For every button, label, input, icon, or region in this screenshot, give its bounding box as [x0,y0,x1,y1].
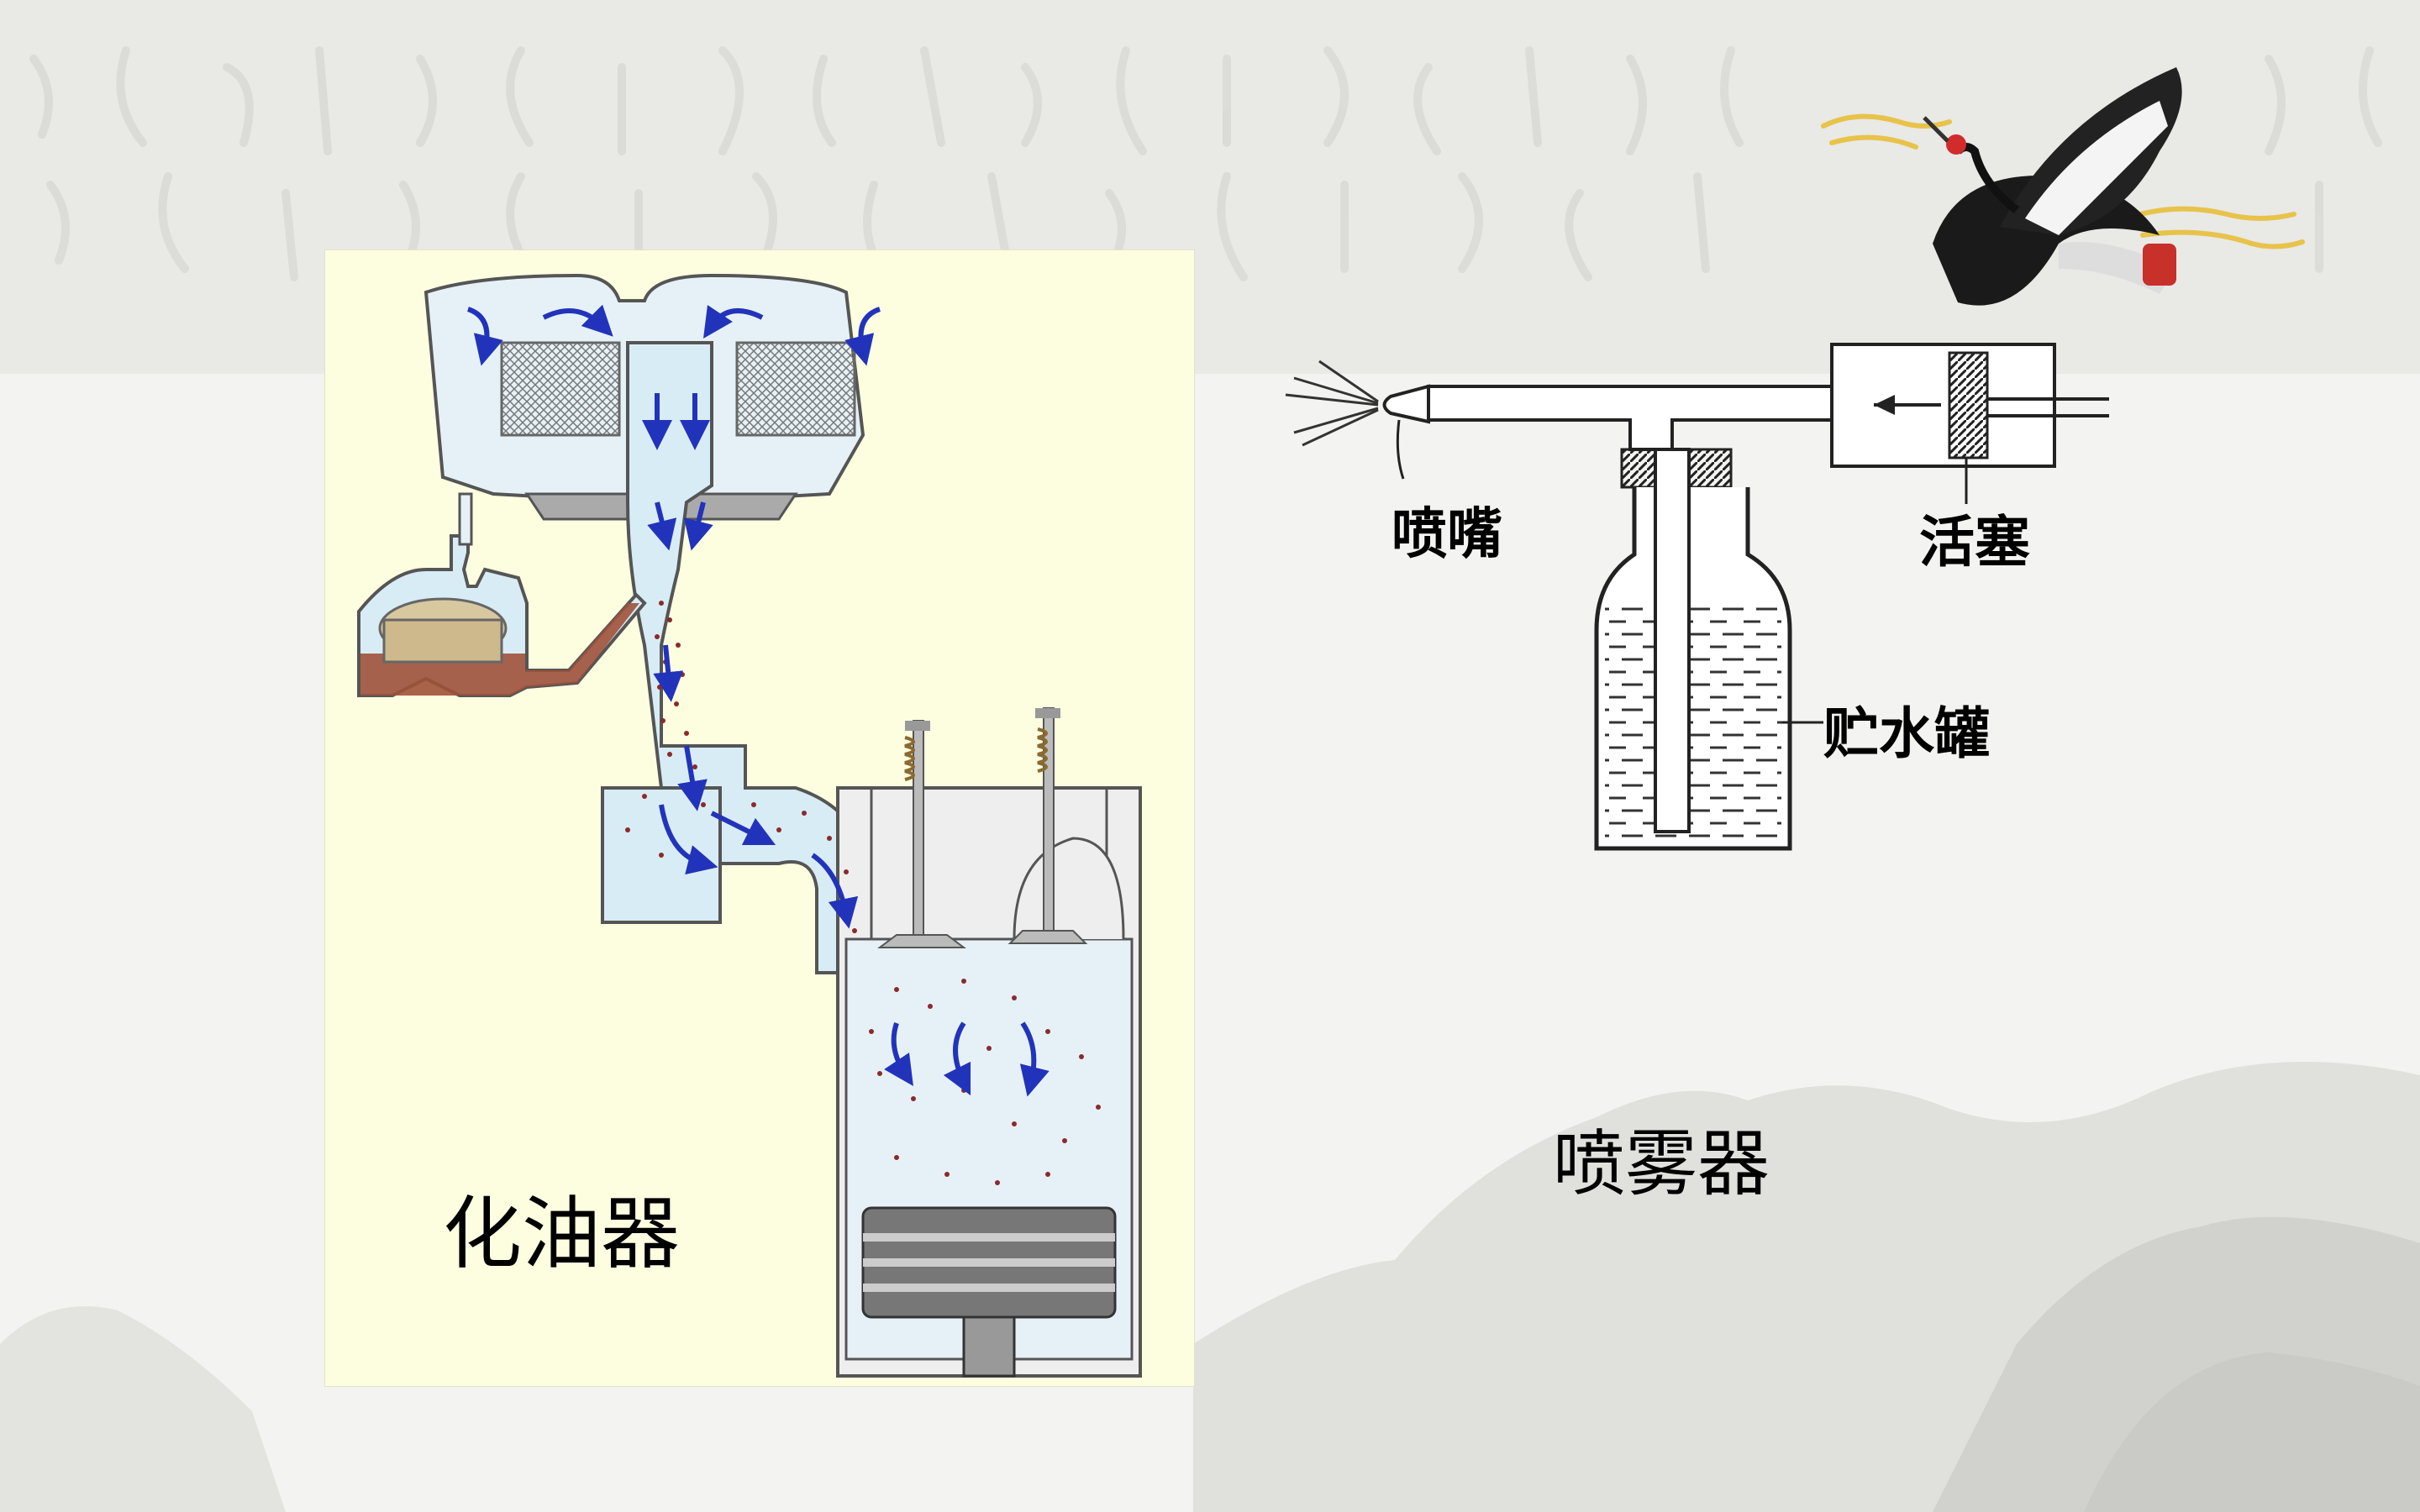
sprayer-title: 喷雾器 [1553,1122,1770,1206]
intake-valve [877,720,966,948]
ink-mountains [0,991,2420,1512]
sprayer-diagram: 喷嘴 活塞 贮水罐 [1269,311,2185,865]
nozzle [1382,384,1430,480]
airflow-arrows [466,304,1050,1097]
sprayer-illustration [1285,343,2109,851]
water-tank-label: 贮水罐 [1823,701,1990,766]
crane-illustration [1807,50,2344,328]
filter-element-left [500,341,621,437]
spray-lines [1285,360,1379,447]
carburetor-label: 化油器 [443,1189,681,1280]
exhaust-valve [1007,707,1088,944]
filter-element-right [735,341,856,437]
pump-cylinder [1830,343,2109,504]
engine-cylinder [836,786,1142,1378]
nozzle-label: 喷嘴 [1392,501,1502,566]
piston-label: 活塞 [1919,510,2030,575]
water-tank [1594,448,1823,851]
float-chamber [357,492,647,697]
calligraphy-texture [29,46,2382,281]
air-tube [1427,385,1833,451]
carburetor-illustration [357,273,1142,1378]
red-seal [2143,244,2176,286]
carburetor-diagram: 化油器 [324,249,1195,1387]
